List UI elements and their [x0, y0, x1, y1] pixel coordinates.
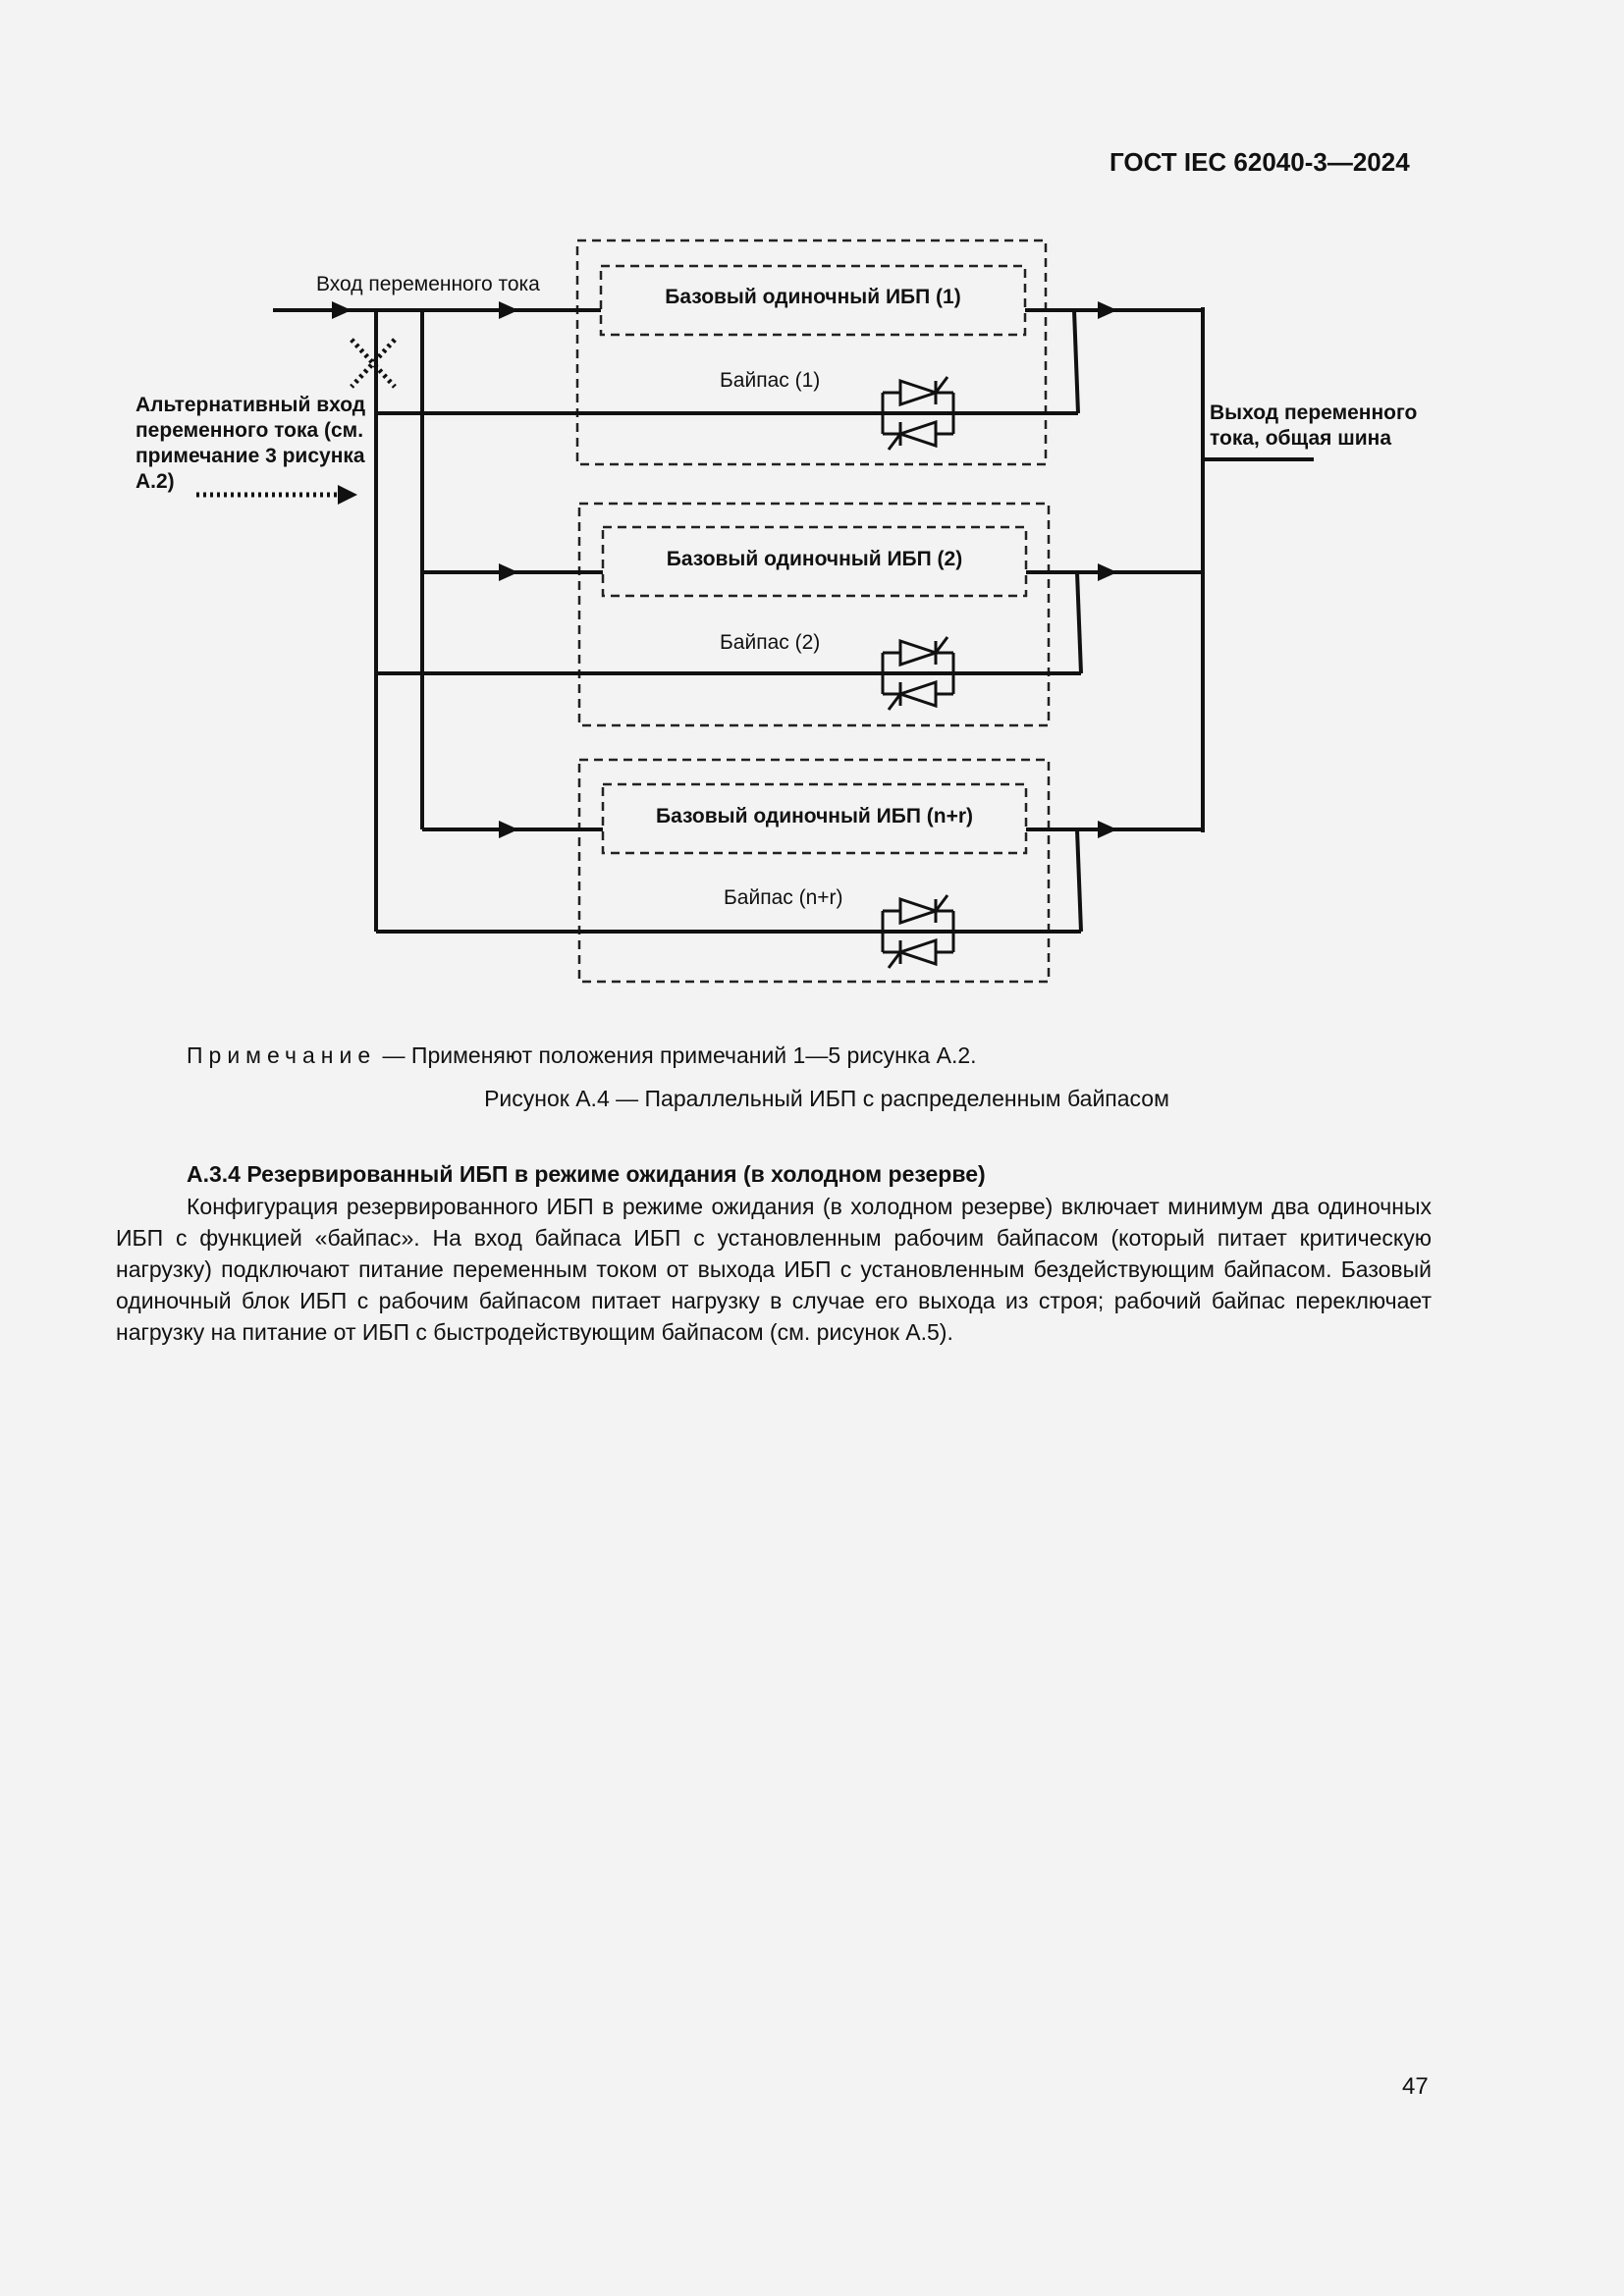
- ac-input-label: Вход переменного тока: [316, 273, 540, 295]
- arrow-output-3: [1098, 821, 1117, 838]
- wiring: [273, 307, 1314, 934]
- bypass-switch-1: [881, 376, 955, 451]
- page-number: 47: [1402, 2073, 1429, 2100]
- ups-1-label: Базовый одиночный ИБП (1): [665, 286, 961, 308]
- parallel-ups-diagram: [196, 239, 1314, 984]
- arrow-input-1: [332, 301, 352, 319]
- unit-3-enclosure: [577, 758, 1051, 984]
- unit-1-enclosure: [575, 239, 1048, 466]
- note-text: — Применяют положения примечаний 1—5 рис…: [382, 1042, 977, 1068]
- arrow-input-unit-2: [499, 563, 518, 581]
- ups-1-box: [599, 264, 1027, 337]
- arrow-output-2: [1098, 563, 1117, 581]
- figure-note: Примечание — Применяют положения примеча…: [187, 1042, 977, 1069]
- ac-output-label: Выход переменного тока, общая шина: [1210, 401, 1418, 450]
- bypass-switch-3: [881, 894, 955, 969]
- disconnected-link-cross: [350, 338, 397, 389]
- bypass-1-label: Байпас (1): [720, 369, 821, 392]
- ups-2-box: [601, 525, 1028, 598]
- document-code: ГОСТ IEC 62040-3—2024: [1110, 147, 1410, 177]
- section-paragraph: Конфигурация резервированного ИБП в режи…: [116, 1194, 1432, 1345]
- alt-input-label: Альтернативный вход переменного тока (см…: [135, 394, 366, 493]
- figure-caption: Рисунок А.4 — Параллельный ИБП с распред…: [484, 1086, 1169, 1111]
- arrow-input-unit-3: [499, 821, 518, 838]
- bypass-switch-2: [881, 636, 955, 711]
- bypass-2-label: Байпас (2): [720, 631, 821, 654]
- arrow-input-2: [499, 301, 518, 319]
- section-heading: А.3.4 Резервированный ИБП в режиме ожида…: [187, 1161, 986, 1187]
- flow-arrows: [332, 301, 1117, 838]
- alt-input-arrow: [196, 485, 357, 505]
- ups-3-box: [601, 782, 1028, 855]
- unit-2-enclosure: [577, 502, 1051, 727]
- bypass-3-label: Байпас (n+r): [724, 886, 843, 909]
- arrow-output-1: [1098, 301, 1117, 319]
- ups-enclosures: [575, 239, 1051, 984]
- note-label: Примечание: [187, 1042, 377, 1068]
- thyristor-symbols: [881, 376, 955, 969]
- ups-3-label: Базовый одиночный ИБП (n+r): [655, 805, 974, 828]
- ups-2-label: Базовый одиночный ИБП (2): [666, 548, 963, 570]
